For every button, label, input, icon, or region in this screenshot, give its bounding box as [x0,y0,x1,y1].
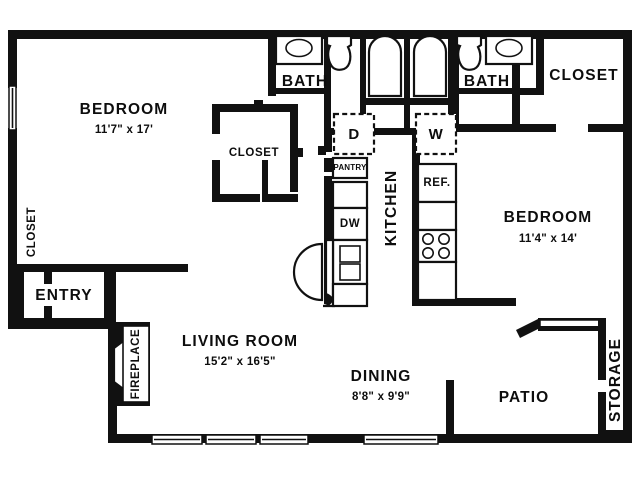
bath-right-label: BATH [464,73,510,90]
closet-right-label: CLOSET [549,67,618,84]
burner-icon [421,247,434,260]
closet-left-label: CLOSET [26,207,38,257]
bath-right-vanity [484,34,534,66]
window-living-1 [151,434,203,445]
pantry [331,156,369,180]
bath-left-walls [268,30,331,130]
closet-right-walls [512,30,632,132]
wall-stub-dining-right [446,380,454,442]
refrigerator-label: REF. [423,177,450,189]
dryer [332,112,376,156]
tub-divider-walls [360,98,458,105]
kitchen-label: KITCHEN [383,170,400,247]
living-room-label: LIVING ROOM [182,333,298,350]
dining-label: DINING [351,368,412,385]
dishwasher-label: DW [340,218,360,230]
kitchen-counter-right [416,200,458,302]
window-dining [363,434,439,445]
bath-right-toilet-icon [455,34,483,71]
bedroom-right-label: BEDROOM [504,209,593,226]
burner-icon [421,233,434,246]
window-living-2 [205,434,257,445]
closet-center-walls [212,100,303,202]
entry-walls [8,264,113,327]
dining-dimension: 8'8" x 9'9" [352,391,410,403]
fireplace-label: FIREPLACE [130,329,142,400]
dryer-label: D [348,126,359,143]
washer [414,112,458,156]
washer-label: W [429,126,444,143]
kitchen-peninsula [292,238,369,308]
bath-right-sink-icon [495,38,523,58]
bath-left-sink-icon [285,38,313,58]
fireplace [108,322,150,406]
refrigerator [416,162,458,204]
bath-left-label: BATH [282,73,328,90]
bath-left-vanity [274,34,324,66]
tub-right [412,30,454,130]
bedroom-right-walls [460,298,516,306]
burner-icon [437,233,450,246]
window-living-3 [259,434,309,445]
living-room-dimension: 15'2" x 16'5" [204,356,275,368]
bath-left-toilet-icon [325,34,353,71]
kitchen-counter-left [331,180,369,242]
entry-label: ENTRY [35,287,92,304]
patio-label: PATIO [499,389,550,406]
patio-walls [516,318,632,438]
pantry-label: PANTRY [333,163,367,172]
bedroom-left-label: BEDROOM [80,101,169,118]
burner-icon [437,247,450,260]
bedroom-right-dimension: 11'4" x 14' [519,233,577,245]
window-bedroom-left [8,85,17,131]
bedroom-left-dimension: 11'7" x 17' [95,124,153,136]
closet-center-label: CLOSET [229,147,279,159]
storage-label: STORAGE [607,338,624,422]
patio-sliding-door [516,318,544,338]
kitchen-sink [331,238,369,286]
tub-left [360,30,410,130]
